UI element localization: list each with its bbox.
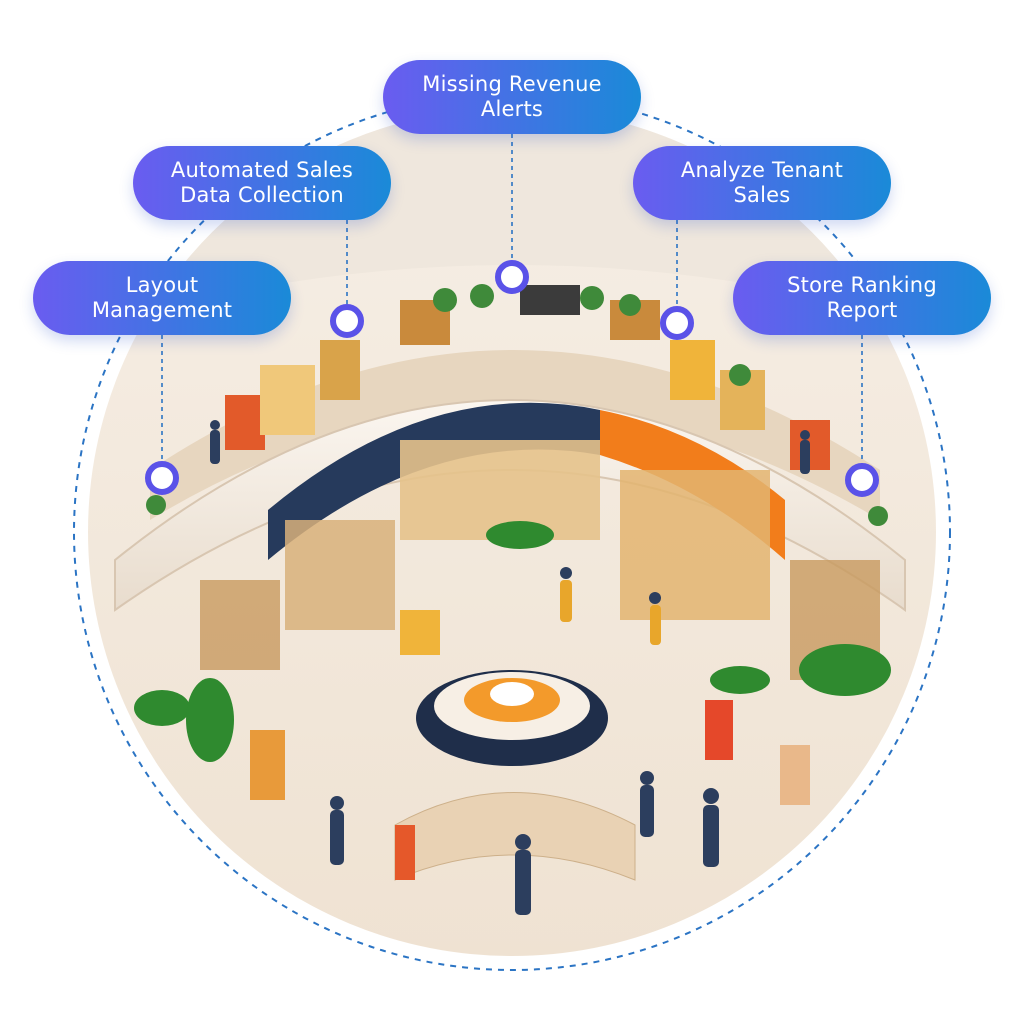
central-kiosk: [394, 670, 636, 881]
missing-revenue-alerts-pill: Missing Revenue Alerts: [383, 60, 641, 134]
connectors: [161, 134, 863, 466]
store-ranking-report-label: Store Ranking Report: [787, 273, 937, 322]
store-ranking-report-pill: Store Ranking Report: [733, 261, 991, 335]
mall-illustration: [88, 108, 936, 956]
dot-store-ranking: [845, 463, 879, 497]
connector-dots: [145, 260, 879, 497]
dot-automated-sales: [330, 304, 364, 338]
dashed-ring: [73, 93, 951, 971]
dot-missing-revenue: [495, 260, 529, 294]
analyze-tenant-sales-label: Analyze Tenant Sales: [680, 158, 844, 207]
automated-sales-data-collection-label: Automated Sales Data Collection: [170, 158, 354, 207]
shoppers: [210, 420, 810, 915]
analyze-tenant-sales-pill: Analyze Tenant Sales: [633, 146, 891, 220]
missing-revenue-alerts-label: Missing Revenue Alerts: [422, 72, 602, 121]
ground-shops: [200, 440, 880, 680]
layout-management-label: Layout Management: [91, 273, 233, 322]
layout-management-pill: Layout Management: [33, 261, 291, 335]
dot-analyze-tenant: [660, 306, 694, 340]
dot-layout-management: [145, 461, 179, 495]
greenery: [134, 521, 891, 762]
upper-plants: [146, 284, 888, 526]
upper-shops: [225, 285, 830, 470]
automated-sales-data-collection-pill: Automated Sales Data Collection: [133, 146, 391, 220]
